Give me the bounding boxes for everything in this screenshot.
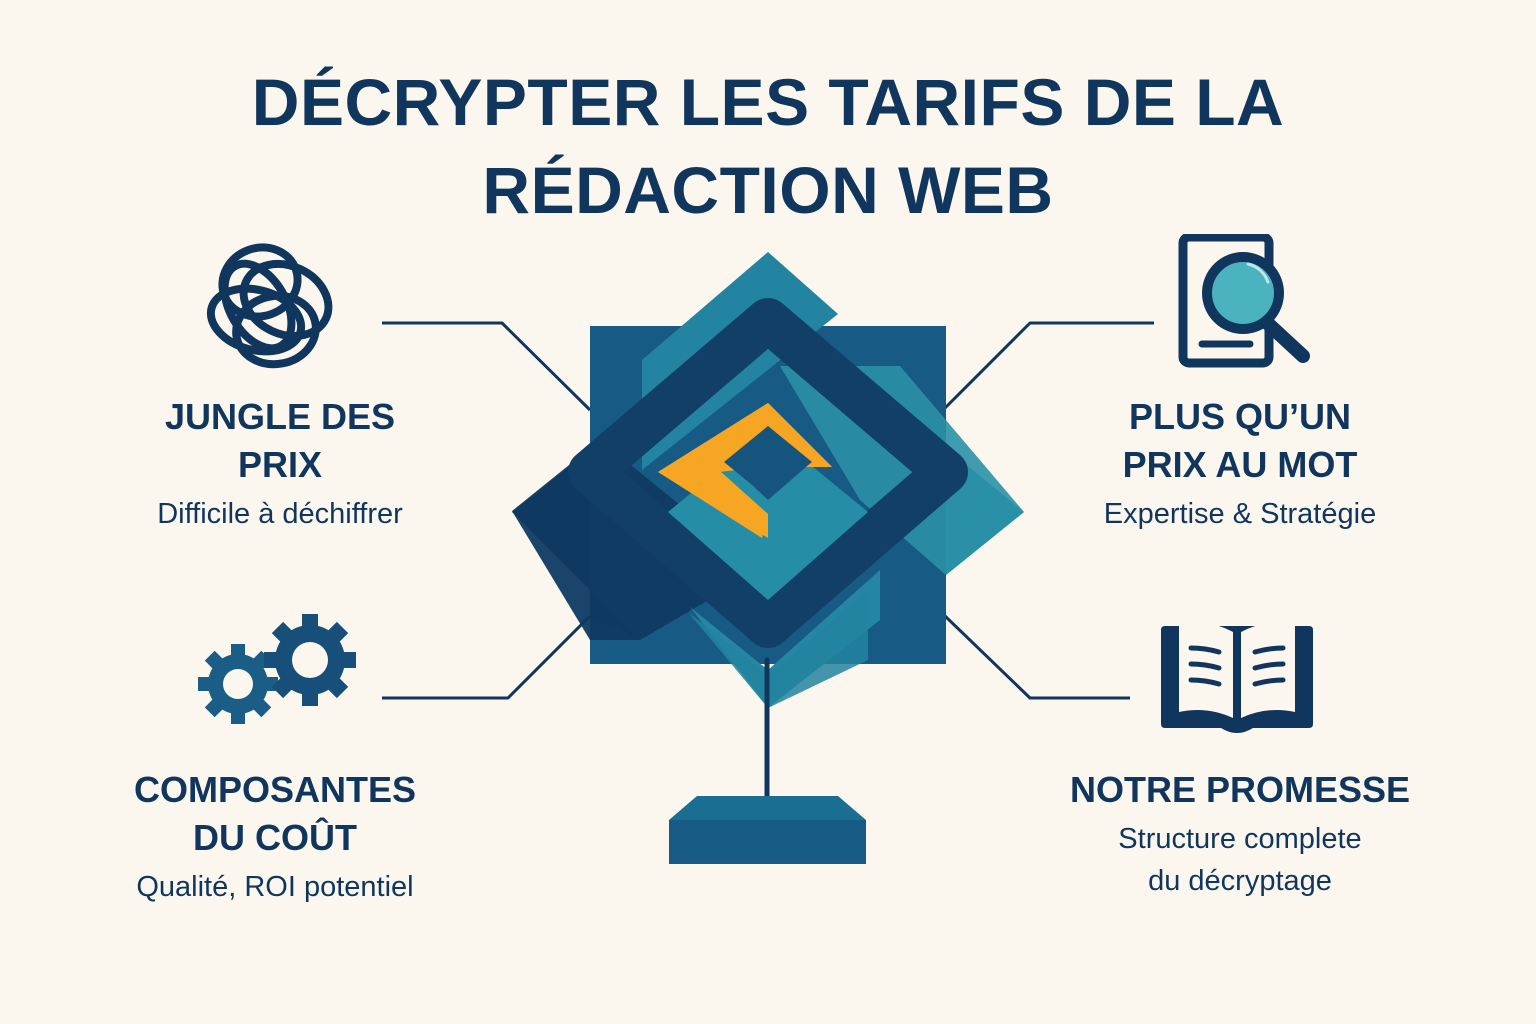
connector-lines: [382, 321, 1154, 700]
gears-icon: [198, 614, 356, 724]
item-composantes-du-cout: COMPOSANTES DU COÛT Qualité, ROI potenti…: [95, 766, 455, 908]
title-line-2: RÉDACTION WEB: [482, 153, 1054, 227]
item-subtitle: Expertise & Stratégie: [1103, 498, 1377, 530]
open-book-icon: [1161, 622, 1313, 733]
geometric-logo-icon: [512, 252, 1024, 864]
item-subtitle: Structure complete du décryptage: [1118, 823, 1362, 897]
item-notre-promesse: NOTRE PROMESSE Structure complete du déc…: [1040, 766, 1440, 902]
item-subtitle: Qualité, ROI potentiel: [136, 871, 414, 903]
item-heading: PLUS QU’UN PRIX AU MOT: [1122, 396, 1358, 485]
item-heading: JUNGLE DES PRIX: [164, 396, 396, 485]
connector-bottom-left: [382, 614, 592, 700]
tangled-loops-icon: [206, 243, 333, 369]
item-plus-qu-un-prix-au-mot: PLUS QU’UN PRIX AU MOT Expertise & Strat…: [1060, 393, 1420, 535]
item-subtitle: Difficile à déchiffrer: [157, 498, 403, 530]
connector-bottom-right: [943, 614, 1130, 700]
item-heading: COMPOSANTES DU COÛT: [133, 769, 417, 858]
item-jungle-des-prix: JUNGLE DES PRIX Difficile à déchiffrer: [110, 393, 450, 535]
connector-top-left: [382, 321, 592, 412]
item-heading: NOTRE PROMESSE: [1069, 769, 1411, 810]
page-title: DÉCRYPTER LES TARIFS DE LA RÉDACTION WEB: [0, 58, 1536, 234]
document-magnifier-icon: [1178, 234, 1310, 368]
title-line-1: DÉCRYPTER LES TARIFS DE LA: [251, 65, 1285, 139]
connector-top-right: [943, 321, 1154, 410]
